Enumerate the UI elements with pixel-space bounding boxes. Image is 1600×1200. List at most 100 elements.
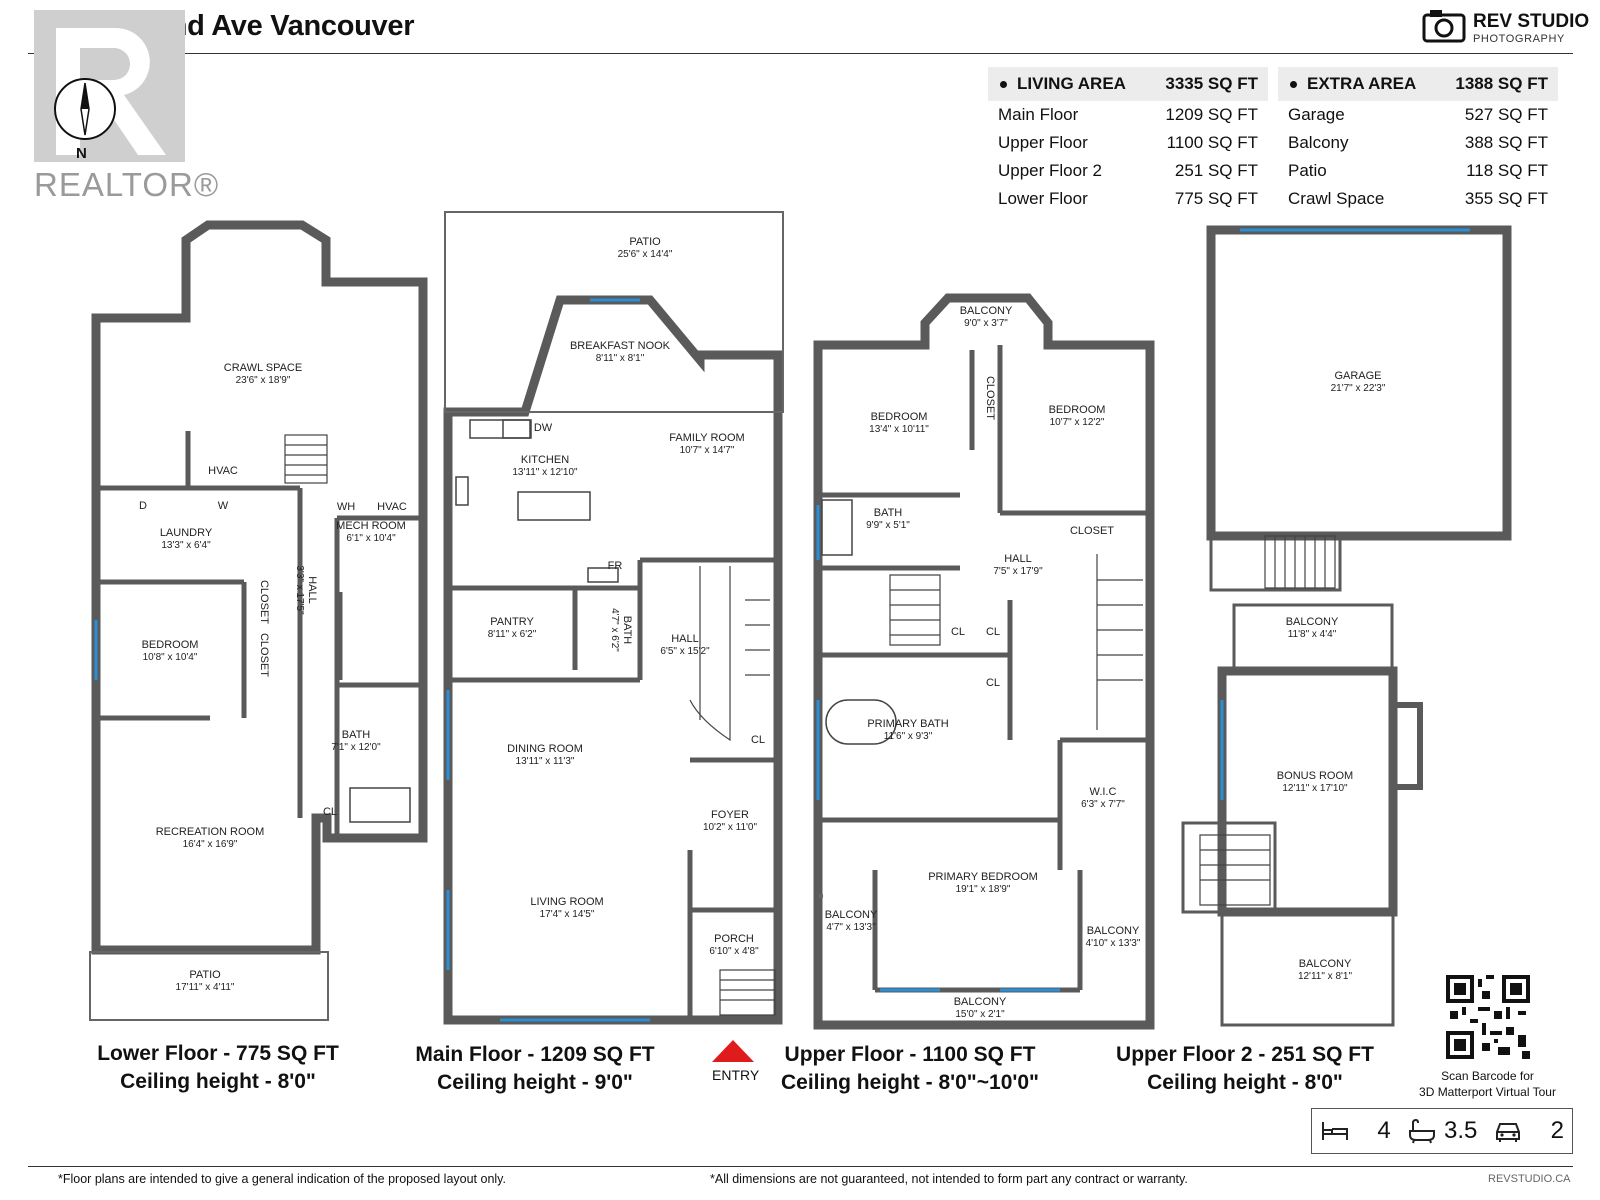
stat-bathrooms: 3.5	[1399, 1117, 1486, 1145]
compass-icon	[54, 78, 116, 140]
room-label: LAUNDRY	[160, 527, 213, 539]
floor-caption-lower: Lower Floor - 775 SQ FT Ceiling height -…	[97, 1042, 339, 1093]
header-divider	[28, 53, 1573, 54]
room-label: MECH ROOM	[336, 520, 406, 532]
room-dims: 4'7" x 6'2"	[609, 608, 620, 652]
room-dims: 13'11" x 12'10"	[512, 467, 578, 478]
floor-caption-upper-2: Upper Floor 2 - 251 SQ FT Ceiling height…	[1116, 1043, 1374, 1094]
room-label: PATIO	[189, 969, 221, 981]
room-label: BALCONY	[825, 909, 878, 921]
room-label: BATH	[621, 616, 633, 645]
property-stats: 4 3.5 2	[1311, 1108, 1573, 1154]
dryer-label: D	[139, 500, 147, 512]
floor-caption-main: Main Floor - 1209 SQ FT Ceiling height -…	[415, 1043, 655, 1094]
room-dims: 4'7" x 13'3"	[826, 922, 876, 933]
room-dims: 8'11" x 6'2"	[488, 629, 537, 640]
room-label: PATIO	[629, 236, 661, 248]
footer-disclaimer-dimensions: *All dimensions are not guaranteed, not …	[710, 1172, 1188, 1186]
room-label: PRIMARY BEDROOM	[928, 871, 1038, 883]
realtor-logo	[34, 10, 185, 162]
room-dims: 13'11" x 11'3"	[516, 756, 575, 767]
hvac-label: HVAC	[377, 501, 407, 513]
room-dims: 15'0" x 2'1"	[955, 1009, 1005, 1020]
garage-outline	[1206, 225, 1512, 541]
room-dims: 4'10" x 13'3"	[1086, 938, 1141, 949]
cl-label: CL	[986, 626, 1000, 638]
main-floor-interior-walls	[452, 557, 778, 1020]
room-label: GARAGE	[1334, 370, 1381, 382]
room-dims: 6'1" x 10'4"	[346, 533, 396, 544]
room-dims: 11'6" x 9'3"	[884, 731, 933, 742]
room-dims: 21'7" x 22'3"	[1331, 383, 1386, 394]
bullet-icon	[1290, 80, 1297, 88]
room-label: W.I.C	[1090, 786, 1117, 798]
room-dims: 9'0" x 3'7"	[964, 318, 1008, 329]
room-dims: 10'8" x 10'4"	[143, 652, 198, 663]
room-label: CRAWL SPACE	[224, 362, 302, 374]
entry-arrow-icon	[712, 1040, 754, 1062]
room-label: BALCONY	[1299, 958, 1352, 970]
footer-website[interactable]: REVSTUDIO.CA	[1488, 1173, 1571, 1185]
room-dims: 10'7" x 14'7"	[680, 445, 735, 456]
room-dims: 23'6" x 18'9"	[236, 375, 291, 386]
camera-icon	[1422, 10, 1466, 43]
room-dims: 7'5" x 17'9"	[993, 566, 1043, 577]
dishwasher-label: DW	[534, 422, 553, 434]
stat-bedrooms: 4	[1312, 1117, 1399, 1145]
room-label: BALCONY	[954, 996, 1007, 1008]
cl-label: CL	[751, 734, 765, 746]
room-label: BREAKFAST NOOK	[570, 340, 671, 352]
car-icon	[1496, 1123, 1521, 1142]
room-dims: 10'2" x 11'0"	[703, 822, 758, 833]
washer-label: W	[218, 500, 229, 512]
room-label: RECREATION ROOM	[156, 826, 265, 838]
room-label: BONUS ROOM	[1277, 770, 1353, 782]
room-label: BALCONY	[1286, 616, 1339, 628]
room-dims: 7'1" x 12'0"	[331, 742, 381, 753]
room-label: PANTRY	[490, 616, 534, 628]
room-dims: 17'11" x 4'11"	[176, 982, 235, 993]
lower-floor-outline	[91, 220, 428, 955]
floor-caption-upper: Upper Floor - 1100 SQ FT Ceiling height …	[780, 1043, 1040, 1094]
bullet-icon	[1000, 80, 1007, 88]
bathtub-icon	[1408, 1118, 1435, 1144]
room-label: BATH	[874, 507, 903, 519]
room-dims: 11'8" x 4'4"	[1288, 629, 1337, 640]
room-dims: 3'3" x 17'5"	[294, 565, 305, 615]
room-dims: 12'11" x 17'10"	[1282, 783, 1348, 794]
footer-disclaimer-layout: *Floor plans are intended to give a gene…	[58, 1172, 506, 1186]
hvac-label: HVAC	[208, 465, 238, 477]
fridge-label: FR	[608, 560, 623, 572]
room-label: LIVING ROOM	[530, 896, 603, 908]
room-label: BEDROOM	[1049, 404, 1106, 416]
closet-label: CLOSET	[1070, 525, 1114, 537]
water-heater-label: WH	[337, 501, 355, 513]
room-label: HALL	[306, 576, 318, 604]
room-dims: 16'4" x 16'9"	[183, 839, 238, 850]
bed-icon	[1322, 1122, 1348, 1140]
room-label: HALL	[671, 633, 699, 645]
qr-code-icon[interactable]	[1446, 975, 1530, 1059]
compass-north-label: N	[76, 145, 87, 162]
brand-name: REV STUDIO	[1473, 11, 1590, 32]
footer-divider	[28, 1166, 1573, 1167]
room-label: DINING ROOM	[507, 743, 583, 755]
extra-area-header: EXTRA AREA 1388 SQ FT	[1278, 67, 1558, 101]
stat-garage: 2	[1485, 1117, 1572, 1145]
room-dims: 10'7" x 12'2"	[1050, 417, 1105, 428]
room-label: FAMILY ROOM	[669, 432, 744, 444]
closet-label: CLOSET	[984, 376, 996, 420]
cl-label: CL	[323, 806, 337, 818]
room-dims: 13'4" x 10'11"	[869, 424, 929, 435]
room-label: PORCH	[714, 933, 754, 945]
closet-label: CLOSET	[258, 580, 270, 624]
